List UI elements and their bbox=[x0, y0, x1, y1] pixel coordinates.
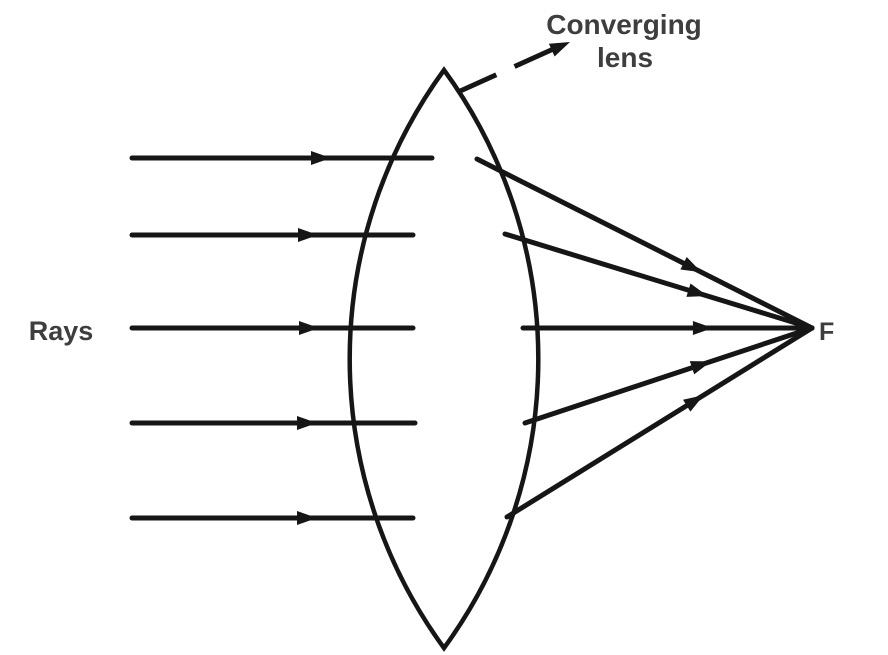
lens-label-line1: Converging bbox=[546, 9, 702, 40]
refracted-ray-3-arrowhead bbox=[692, 321, 713, 335]
rays-group bbox=[129, 42, 815, 525]
incident-ray-1-arrowhead bbox=[311, 151, 331, 165]
rays-label: Rays bbox=[29, 316, 94, 346]
lens-outline bbox=[347, 66, 541, 652]
refracted-ray-5-arrowhead bbox=[683, 395, 704, 412]
incident-ray-5-arrowhead bbox=[297, 511, 317, 525]
lens-label-leader-arrowhead bbox=[548, 42, 570, 57]
refracted-ray-2 bbox=[502, 231, 815, 331]
incident-ray-2-arrowhead bbox=[298, 228, 318, 242]
incident-ray-3-arrowhead bbox=[299, 321, 319, 335]
lens-label-line2: lens bbox=[597, 42, 653, 73]
refracted-ray-1 bbox=[474, 156, 815, 331]
focal-point-label: F bbox=[819, 318, 834, 346]
refracted-ray-5 bbox=[504, 325, 815, 520]
refracted-ray-1-arrowhead bbox=[680, 257, 702, 273]
refracted-ray-4 bbox=[522, 325, 815, 426]
lens-label-leader-line bbox=[456, 43, 562, 95]
incident-ray-4-arrowhead bbox=[297, 416, 317, 430]
refracted-ray-4-arrowhead bbox=[689, 361, 711, 375]
refracted-ray-2-arrowhead bbox=[686, 283, 708, 297]
